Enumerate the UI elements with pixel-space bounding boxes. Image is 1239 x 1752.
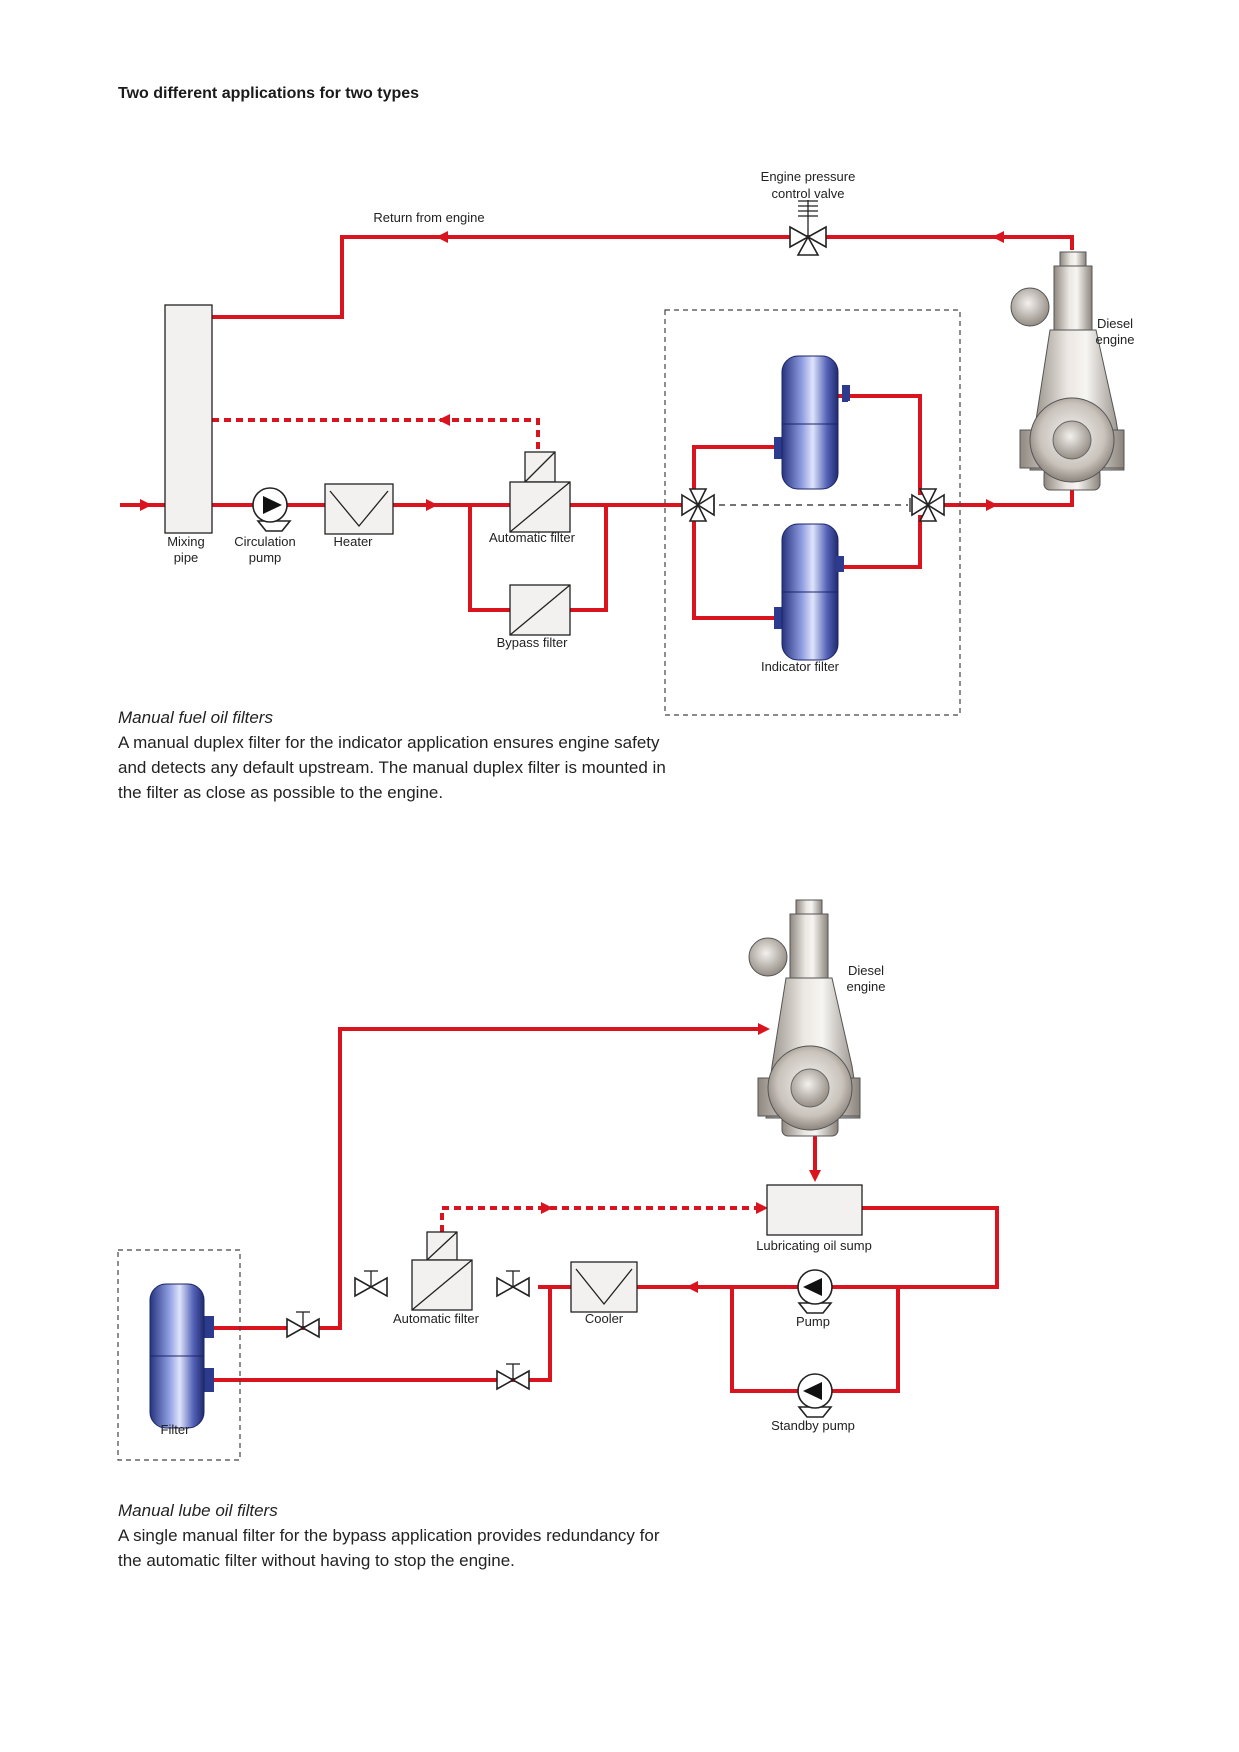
lube-diagram-labels: Diesel engine Lubricating oil sump Autom… bbox=[161, 963, 886, 1437]
automatic-filter-icon bbox=[509, 451, 571, 533]
pressure-control-valve-icon bbox=[789, 200, 827, 256]
lube-oil-caption: Manual lube oil filters A single manual … bbox=[118, 1498, 678, 1573]
pump-icon bbox=[797, 1269, 833, 1314]
label-cooler: Cooler bbox=[585, 1311, 624, 1326]
valve-filter-inlet-icon bbox=[496, 1363, 530, 1391]
label-diesel-1a: Diesel bbox=[1097, 316, 1133, 331]
label-standby-pump: Standby pump bbox=[771, 1418, 855, 1433]
lube-oil-diagram: Diesel engine Lubricating oil sump Autom… bbox=[117, 899, 999, 1461]
lube-pipes bbox=[212, 1027, 999, 1393]
fuel-oil-caption-body: A manual duplex filter for the indicator… bbox=[118, 733, 666, 802]
lubricating-oil-sump bbox=[766, 1184, 863, 1236]
label-mixing-2: pipe bbox=[174, 550, 199, 565]
page-heading: Two different applications for two types bbox=[118, 85, 420, 102]
label-diesel-2b: engine bbox=[846, 979, 885, 994]
standby-pump-icon bbox=[797, 1373, 833, 1418]
manual-filter-icon bbox=[149, 1283, 214, 1429]
three-way-valve-right-icon bbox=[909, 488, 945, 522]
label-mixing-1: Mixing bbox=[167, 534, 205, 549]
indicator-filter-boundary bbox=[664, 309, 961, 716]
lube-automatic-filter-icon bbox=[411, 1231, 473, 1311]
label-pressure-valve-1: Engine pressure bbox=[761, 169, 856, 184]
bypass-filter-icon bbox=[509, 584, 571, 636]
label-filter: Filter bbox=[161, 1422, 191, 1437]
label-auto-filter-2: Automatic filter bbox=[393, 1311, 480, 1326]
valve-filter-outlet-icon bbox=[286, 1311, 320, 1339]
lube-flow-arrows bbox=[541, 1023, 821, 1293]
label-circ-1: Circulation bbox=[234, 534, 295, 549]
fuel-oil-diagram: Engine pressure control valve Return fro… bbox=[120, 169, 1135, 716]
label-indicator-filter: Indicator filter bbox=[761, 659, 840, 674]
circulation-pump-icon bbox=[252, 487, 292, 532]
fuel-oil-caption-title: Manual fuel oil filters bbox=[118, 708, 273, 727]
diesel-engine-2-icon bbox=[748, 899, 861, 1137]
label-pressure-valve-2: control valve bbox=[772, 186, 845, 201]
manual-filter-boundary bbox=[117, 1249, 241, 1461]
fuel-diagram-labels: Engine pressure control valve Return fro… bbox=[167, 169, 1134, 674]
fuel-flow-arrows bbox=[140, 231, 1004, 511]
fuel-oil-caption: Manual fuel oil filters A manual duplex … bbox=[118, 705, 678, 805]
lube-oil-caption-title: Manual lube oil filters bbox=[118, 1501, 278, 1520]
label-diesel-2a: Diesel bbox=[848, 963, 884, 978]
label-return: Return from engine bbox=[373, 210, 484, 225]
label-diesel-1b: engine bbox=[1095, 332, 1134, 347]
label-circ-2: pump bbox=[249, 550, 282, 565]
label-auto-filter-1: Automatic filter bbox=[489, 530, 576, 545]
indicator-filter-lower-icon bbox=[774, 523, 844, 661]
mixing-pipe bbox=[164, 304, 213, 534]
diesel-engine-1-icon bbox=[1010, 251, 1125, 491]
three-way-valve-left-icon bbox=[681, 488, 715, 522]
label-sump: Lubricating oil sump bbox=[756, 1238, 872, 1253]
indicator-filter-upper-icon bbox=[774, 355, 850, 490]
lube-oil-caption-body: A single manual filter for the bypass ap… bbox=[118, 1526, 660, 1570]
heater-icon bbox=[324, 483, 394, 535]
valve-automatic-filter-outlet-icon bbox=[496, 1270, 530, 1298]
label-heater: Heater bbox=[333, 534, 373, 549]
label-pump: Pump bbox=[796, 1314, 830, 1329]
valve-automatic-filter-inlet-icon bbox=[354, 1270, 388, 1298]
label-bypass-filter: Bypass filter bbox=[497, 635, 568, 650]
cooler-icon bbox=[570, 1261, 638, 1313]
